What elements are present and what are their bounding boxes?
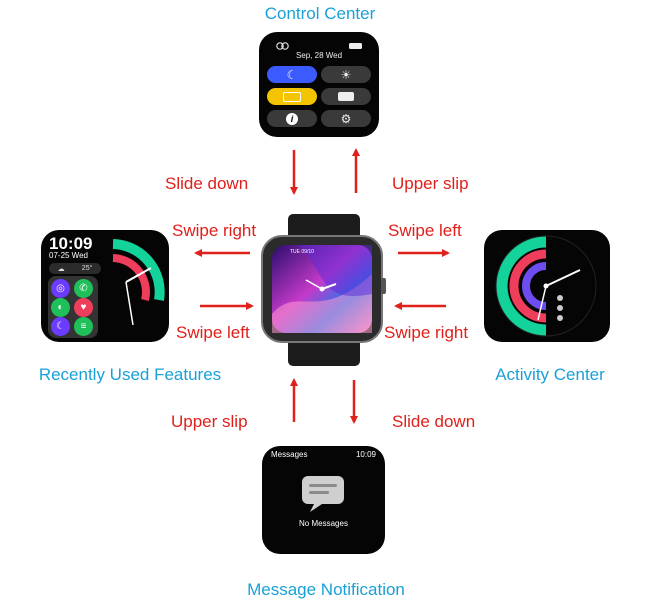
list-app-icon[interactable]: ≡ [74, 317, 93, 336]
heart-app-icon[interactable]: ♥ [74, 298, 93, 317]
dnd-toggle[interactable]: ☾ [267, 66, 317, 83]
info-toggle[interactable]: i [267, 110, 317, 127]
card-toggle[interactable] [321, 88, 371, 105]
battery-icon [283, 91, 301, 102]
recent-features-screen: 10:09 07-25 Wed ☁ 25° ◎ ✆ ◐ ♥ ☾ ≡ [41, 230, 169, 342]
recent-time: 10:09 [49, 234, 93, 253]
activity-rings [495, 235, 597, 337]
watch-strap-top [288, 214, 360, 240]
smartwatch [261, 214, 386, 366]
control-center-title: Control Center [264, 4, 376, 23]
sport-app-icon[interactable]: ◐ [51, 298, 70, 317]
label-swipe-right-left: Swipe right [172, 221, 257, 240]
label-slide-down-bottom: Slide down [392, 412, 476, 431]
watch-status: TUE 09/10 [290, 249, 314, 255]
sleep-app-icon[interactable]: ☾ [51, 317, 70, 336]
label-swipe-right-right: Swipe right [384, 323, 469, 342]
settings-toggle[interactable]: ⚙ [321, 110, 371, 127]
wallpaper-swirl [272, 274, 372, 333]
label-swipe-left-left: Swipe left [176, 323, 250, 342]
brightness-icon: ☀ [340, 67, 352, 82]
activity-app-icon[interactable]: ◎ [51, 279, 70, 298]
watch-face-rings [112, 239, 165, 326]
no-messages-text: No Messages [299, 519, 348, 528]
status-icons [276, 42, 362, 50]
brightness-toggle[interactable]: ☀ [321, 66, 371, 83]
minute-hand [305, 279, 323, 290]
recent-features-title: Recently Used Features [38, 365, 222, 384]
messages-time: 10:09 [355, 450, 376, 459]
link-icon [276, 42, 289, 50]
message-screen: Messages 10:09 No Messages [262, 446, 385, 554]
recent-date: 07-25 Wed [49, 251, 88, 260]
cloud-icon: ☁ [57, 265, 65, 273]
temperature: 25° [81, 265, 93, 272]
info-icon: i [286, 112, 298, 125]
id-card-icon [338, 92, 354, 101]
messages-header: Messages [271, 450, 308, 459]
activity-center-title: Activity Center [495, 365, 605, 384]
message-notification-title: Message Notification [247, 580, 405, 599]
gear-icon: ⚙ [340, 111, 352, 126]
weather-widget: ☁ 25° [49, 263, 101, 274]
activity-center-screen [484, 230, 610, 342]
battery-toggle[interactable] [267, 88, 317, 105]
cc-date: Sep, 28 Wed [295, 51, 343, 60]
message-bubble-icon [302, 476, 344, 512]
label-upper-slip-bottom: Upper slip [171, 412, 248, 431]
watch-strap-bottom [288, 338, 360, 366]
label-swipe-left-right: Swipe left [388, 221, 462, 240]
phone-app-icon[interactable]: ✆ [74, 279, 93, 298]
watch-crown [381, 278, 386, 294]
control-center-screen: Sep, 28 Wed ☾ ☀ i ⚙ [259, 32, 379, 137]
moon-icon: ☾ [286, 67, 298, 82]
battery-status-icon [349, 43, 362, 49]
label-upper-slip-top: Upper slip [392, 174, 469, 193]
label-slide-down-top: Slide down [165, 174, 249, 193]
